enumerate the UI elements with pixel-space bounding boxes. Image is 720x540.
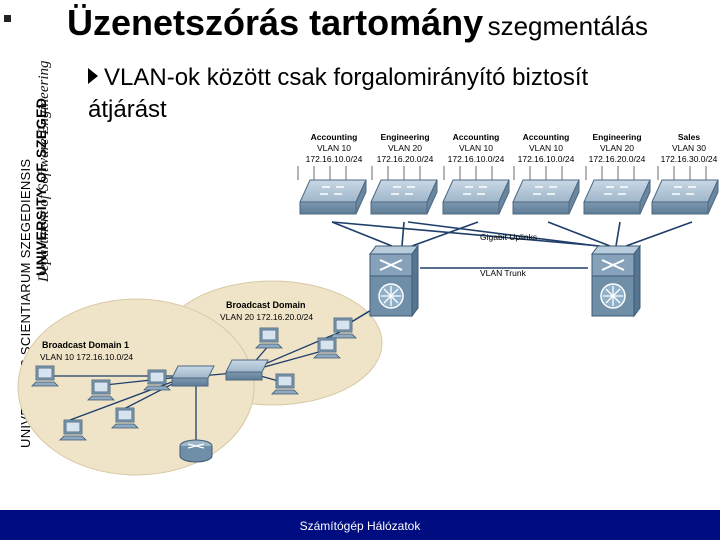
university-sidebar: UNIVERSITAS SCIENTIARUM SZEGEDIENSIS UNI… — [0, 0, 62, 470]
domain-switch-2 — [225, 359, 269, 381]
slide-title-main: Üzenetszórás tartomány — [67, 2, 484, 43]
title-bullet-icon — [4, 15, 11, 22]
workstation — [329, 317, 357, 339]
switch-port-stubs — [297, 166, 707, 180]
workstation — [111, 407, 139, 429]
switch-6-subnet: 172.16.30.0/24 — [661, 154, 718, 164]
domain-2-subnet: VLAN 20 172.16.20.0/24 — [220, 312, 313, 322]
footer-text: Számítógép Hálózatok — [299, 519, 421, 533]
switch-5-dept: Engineering — [592, 132, 641, 142]
footer-bar: Számítógép Hálózatok — [0, 510, 720, 540]
switch-3-subnet: 172.16.10.0/24 — [448, 154, 505, 164]
access-switch-5 — [583, 179, 651, 215]
access-switch-3 — [442, 179, 510, 215]
domain-1-title: Broadcast Domain 1 — [42, 340, 129, 350]
workstation — [313, 337, 341, 359]
switch-2-vlan: VLAN 20 — [388, 143, 422, 153]
domain-1-subnet: VLAN 10 172.16.10.0/24 — [40, 352, 133, 362]
core-switch-left — [369, 244, 419, 318]
switch-4-dept: Accounting — [523, 132, 570, 142]
router-icon — [179, 439, 213, 463]
uplinks-label: Gigabit Uplinks — [480, 232, 537, 242]
bullet-text: VLAN-ok között csak forgalomirányító biz… — [88, 64, 589, 123]
switch-5-subnet: 172.16.20.0/24 — [589, 154, 646, 164]
access-switch-1 — [299, 179, 367, 215]
workstation — [143, 369, 171, 391]
core-switch-right — [591, 244, 641, 318]
switch-2-dept: Engineering — [380, 132, 429, 142]
access-switches — [299, 179, 719, 215]
switch-1-dept: Accounting — [311, 132, 358, 142]
domain-2-title: Broadcast Domain — [226, 300, 306, 310]
slide-title-sub: szegmentálás — [487, 11, 649, 41]
switch-1-vlan: VLAN 10 — [317, 143, 351, 153]
workstation — [271, 373, 299, 395]
access-switch-4 — [512, 179, 580, 215]
switch-2-subnet: 172.16.20.0/24 — [377, 154, 434, 164]
switch-6-dept: Sales — [678, 132, 700, 142]
switch-4-subnet: 172.16.10.0/24 — [518, 154, 575, 164]
uplink-cables — [331, 221, 693, 331]
switch-3-dept: Accounting — [453, 132, 500, 142]
slide-title: Üzenetszórás tartomány szegmentálás — [67, 2, 648, 44]
access-switch-2 — [370, 179, 438, 215]
workstation — [59, 419, 87, 441]
workstations — [31, 317, 357, 441]
switch-5-vlan: VLAN 20 — [600, 143, 634, 153]
switch-3-vlan: VLAN 10 — [459, 143, 493, 153]
bullet-point: VLAN-ok között csak forgalomirányító biz… — [88, 62, 648, 126]
workstation — [31, 365, 59, 387]
switch-labels: Accounting VLAN 10 172.16.10.0/24 Engine… — [306, 132, 718, 164]
workstation — [255, 327, 283, 349]
switch-1-subnet: 172.16.10.0/24 — [306, 154, 363, 164]
access-switch-6 — [651, 179, 719, 215]
switch-6-vlan: VLAN 30 — [672, 143, 706, 153]
bullet-arrow-icon — [88, 68, 98, 84]
broadcast-domain-1-area — [17, 298, 255, 476]
network-diagram: Accounting VLAN 10 172.16.10.0/24 Engine… — [17, 132, 719, 476]
workstation — [87, 379, 115, 401]
trunk-label: VLAN Trunk — [480, 268, 527, 278]
domain-switch-1 — [171, 365, 215, 387]
switch-4-vlan: VLAN 10 — [529, 143, 563, 153]
